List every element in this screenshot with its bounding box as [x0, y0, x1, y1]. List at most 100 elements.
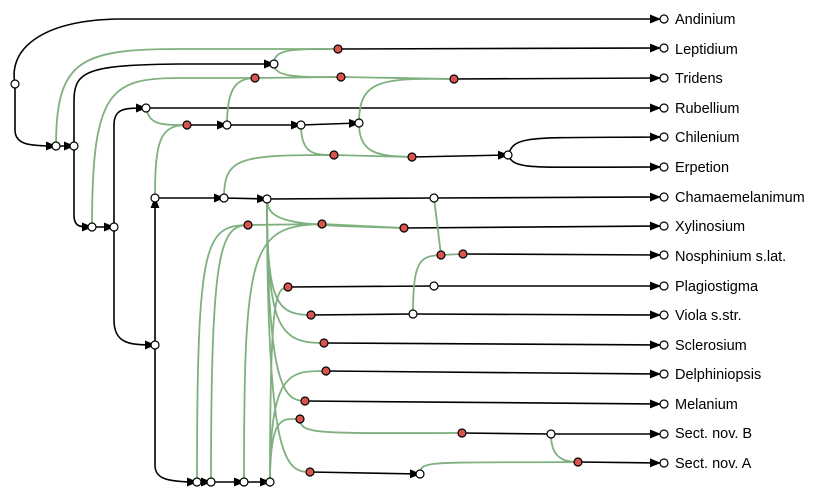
tree-node	[87, 222, 97, 232]
edge-b-d	[73, 146, 94, 232]
edge-e-f	[113, 227, 157, 350]
reticulation-c-leptidium	[273, 48, 339, 65]
hybrid-node	[305, 467, 315, 477]
edge-chilenium	[507, 132, 662, 156]
hybrid-node	[300, 396, 310, 406]
taxon-label-viola-str: Viola s.str.	[675, 308, 742, 324]
hybrid-node	[243, 220, 253, 230]
tree-node	[659, 192, 669, 202]
edge-chamaemelanimum	[266, 192, 662, 202]
taxon-label-sect-nov-a: Sect. nov. A	[675, 456, 752, 472]
tree-node	[262, 194, 272, 204]
edge-nosphinium	[462, 250, 662, 260]
hybrid-node	[250, 73, 260, 83]
tree-node	[51, 141, 61, 151]
reticulation-n-tridens	[226, 77, 256, 126]
hybrid-node	[319, 338, 329, 348]
taxon-label-sect-nov-b: Sect. nov. B	[675, 426, 752, 442]
edge-viola	[310, 310, 662, 320]
taxon-label-xylinosium: Xylinosium	[675, 219, 745, 235]
tree-node	[222, 120, 232, 130]
tree-node	[546, 429, 556, 439]
hybrid-node	[333, 44, 343, 54]
tree-node	[429, 193, 439, 203]
reticulation-m-419	[269, 418, 301, 483]
taxon-label-rubellium: Rubellium	[675, 101, 739, 117]
tree-node	[69, 141, 79, 151]
edge-e-rub	[113, 103, 148, 227]
network-nodes	[10, 14, 669, 487]
hybrid-node	[457, 428, 467, 438]
tree-node	[659, 132, 669, 142]
taxon-label-sclerosium: Sclerosium	[675, 338, 747, 354]
hybrid-node	[458, 249, 468, 259]
tree-node	[354, 118, 364, 128]
reticulation-p-tridens	[358, 77, 455, 124]
tree-node	[659, 250, 669, 260]
edge-sclerosium	[323, 340, 662, 350]
tree-node	[659, 14, 669, 24]
edge-sect-nov-a	[577, 458, 662, 468]
edge-erpetion	[507, 154, 662, 172]
tree-node	[659, 310, 669, 320]
hybrid-node	[306, 310, 316, 320]
tree-node	[415, 469, 425, 479]
reticulation-i-scler	[266, 198, 325, 344]
edge-root-andinium	[13, 14, 662, 85]
hybrid-node	[573, 457, 583, 467]
reticulation-t-seca	[419, 461, 579, 475]
tree-node	[219, 193, 229, 203]
hybrid-node	[283, 282, 293, 292]
edge-q-r	[411, 150, 510, 160]
taxon-label-chamaemelanimum: Chamaemelanimum	[675, 190, 805, 206]
tree-node	[150, 340, 160, 350]
reticulation-c-tridens-b	[273, 63, 342, 78]
hybrid-node	[399, 223, 409, 233]
tree-node	[659, 103, 669, 113]
tree-node	[659, 281, 669, 291]
tree-node	[659, 369, 669, 379]
edge-leptidium	[337, 43, 662, 53]
tree-node	[239, 477, 249, 487]
taxon-label-melanium: Melanium	[675, 397, 738, 413]
tree-node	[659, 221, 669, 231]
reticulation-edges	[55, 48, 579, 483]
tree-node	[659, 399, 669, 409]
edge-plagiostigma	[287, 281, 662, 291]
hybrid-node	[336, 72, 346, 82]
tree-node	[192, 477, 202, 487]
edge-xylinosium	[403, 221, 662, 231]
hybrid-node	[449, 74, 459, 84]
reticulation-a-leptidium	[55, 48, 338, 147]
tree-node	[659, 73, 669, 83]
tree-node	[659, 458, 669, 468]
edge-sect-nov-b	[461, 429, 662, 439]
reticulation-419-secb	[299, 418, 463, 434]
reticulation-h-q2	[223, 154, 413, 199]
taxon-label-tridens: Tridens	[675, 71, 723, 87]
hybrid-node	[407, 152, 417, 162]
taxon-label-andinium: Andinium	[675, 12, 735, 28]
taxon-labels: Andinium Leptidium Tridens Rubellium Chi…	[675, 12, 805, 472]
tree-node	[659, 162, 669, 172]
tree-node	[109, 222, 119, 232]
taxon-label-chilenium: Chilenium	[675, 130, 739, 146]
tree-node	[659, 429, 669, 439]
reticulation-i-s	[266, 198, 311, 473]
tree-node	[659, 340, 669, 350]
reticulation-k-248	[210, 224, 249, 483]
tree-node	[141, 103, 151, 113]
reticulation-551-seca	[550, 433, 579, 463]
tree-node	[150, 193, 160, 203]
tree-node	[429, 281, 439, 291]
tree-node	[503, 150, 513, 160]
reticulation-i-viola	[266, 198, 312, 316]
edge-delphiniopsis	[325, 369, 662, 379]
edge-h-i	[223, 194, 269, 204]
tree-node	[10, 79, 20, 89]
reticulation-g-h1	[154, 124, 188, 199]
reticulation-l-322	[243, 223, 323, 483]
reticulation-viola-nos	[412, 254, 442, 315]
hybrid-node	[321, 366, 331, 376]
hybrid-node	[436, 250, 446, 260]
